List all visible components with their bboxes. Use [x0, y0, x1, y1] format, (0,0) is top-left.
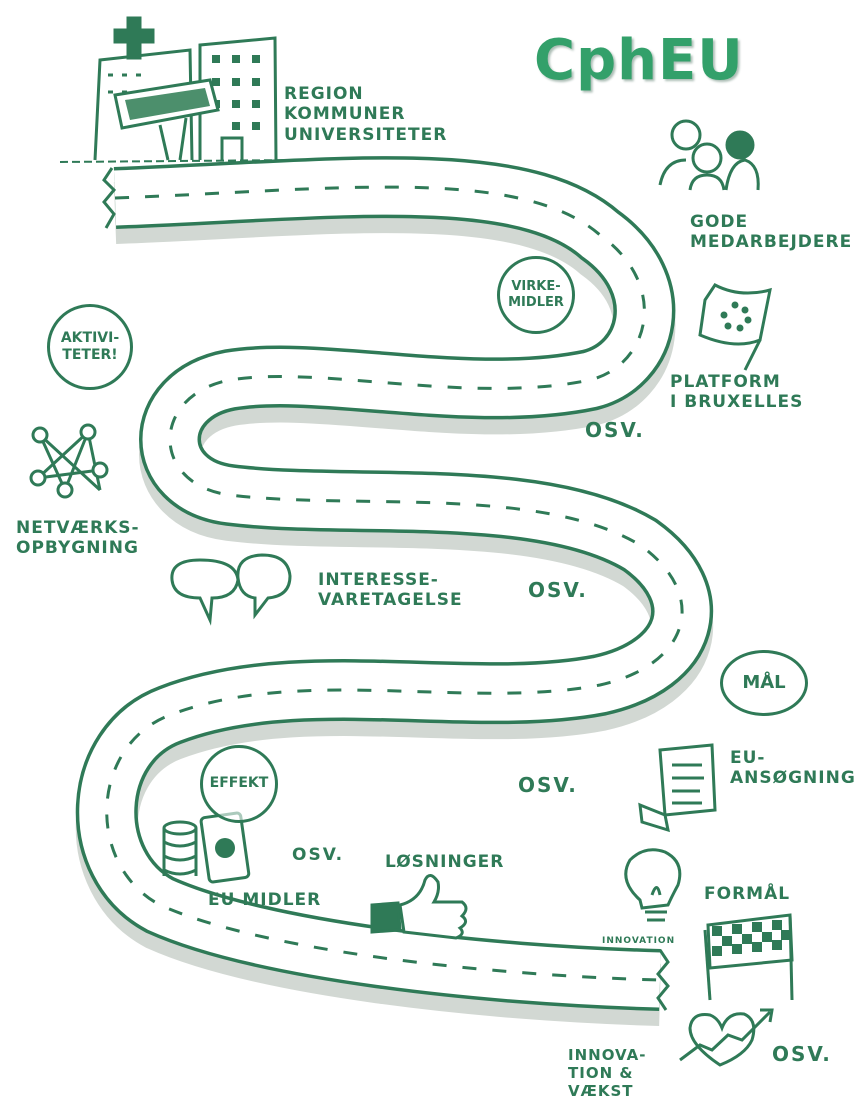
bubble-mal: MÅL [720, 650, 808, 716]
label-eu-ansogning: EU- ANSØGNING [730, 748, 856, 789]
label-platform: PLATFORM I BRUXELLES [670, 372, 804, 413]
thumbs-up-icon [370, 874, 468, 940]
speech-bubbles-icon [170, 553, 292, 626]
heart-arrow-icon [679, 1008, 774, 1067]
document-icon [638, 743, 717, 833]
osv-label: OSV. [772, 1042, 832, 1066]
eu-flag-icon [698, 283, 772, 371]
osv-label: OSV. [585, 418, 645, 442]
coins-icon [162, 820, 198, 876]
bubble-effekt: EFFEKT [200, 745, 278, 823]
bubble-aktiviteter: AKTIVI- TETER! [47, 304, 133, 390]
label-region: REGION KOMMUNER UNIVERSITETER [284, 84, 448, 145]
ground-line [59, 159, 301, 163]
road-centerline [105, 185, 684, 982]
people-icon [658, 119, 760, 191]
network-icon [29, 423, 109, 499]
osv-label: OSV. [518, 773, 578, 797]
road-end-edge [656, 949, 670, 1011]
checkered-flag-icon [703, 913, 794, 1001]
label-netvaerk: NETVÆRKS- OPBYGNING [16, 518, 140, 559]
bubble-virkemidler: VIRKE- MIDLER [497, 256, 575, 334]
road-start-edge [102, 167, 117, 229]
lightbulb-icon [624, 848, 682, 922]
label-innovation: INNOVATION [602, 936, 676, 946]
label-eu-midler: EU MIDLER [208, 890, 322, 910]
label-gode-medarbejdere: GODE MEDARBEJDERE [690, 212, 853, 253]
money-icon [199, 811, 251, 884]
label-formal: FORMÅL [704, 884, 791, 904]
sign-icon [113, 78, 220, 161]
osv-label: OSV. [528, 578, 588, 602]
osv-label: OSV. [292, 845, 345, 865]
label-innovation-vaekst: INNOVA- TION & VÆKST [568, 1046, 647, 1100]
label-interesse: INTERESSE- VARETAGELSE [318, 570, 463, 611]
page-title: CphEU [534, 28, 744, 93]
label-losninger: LØSNINGER [385, 852, 505, 872]
